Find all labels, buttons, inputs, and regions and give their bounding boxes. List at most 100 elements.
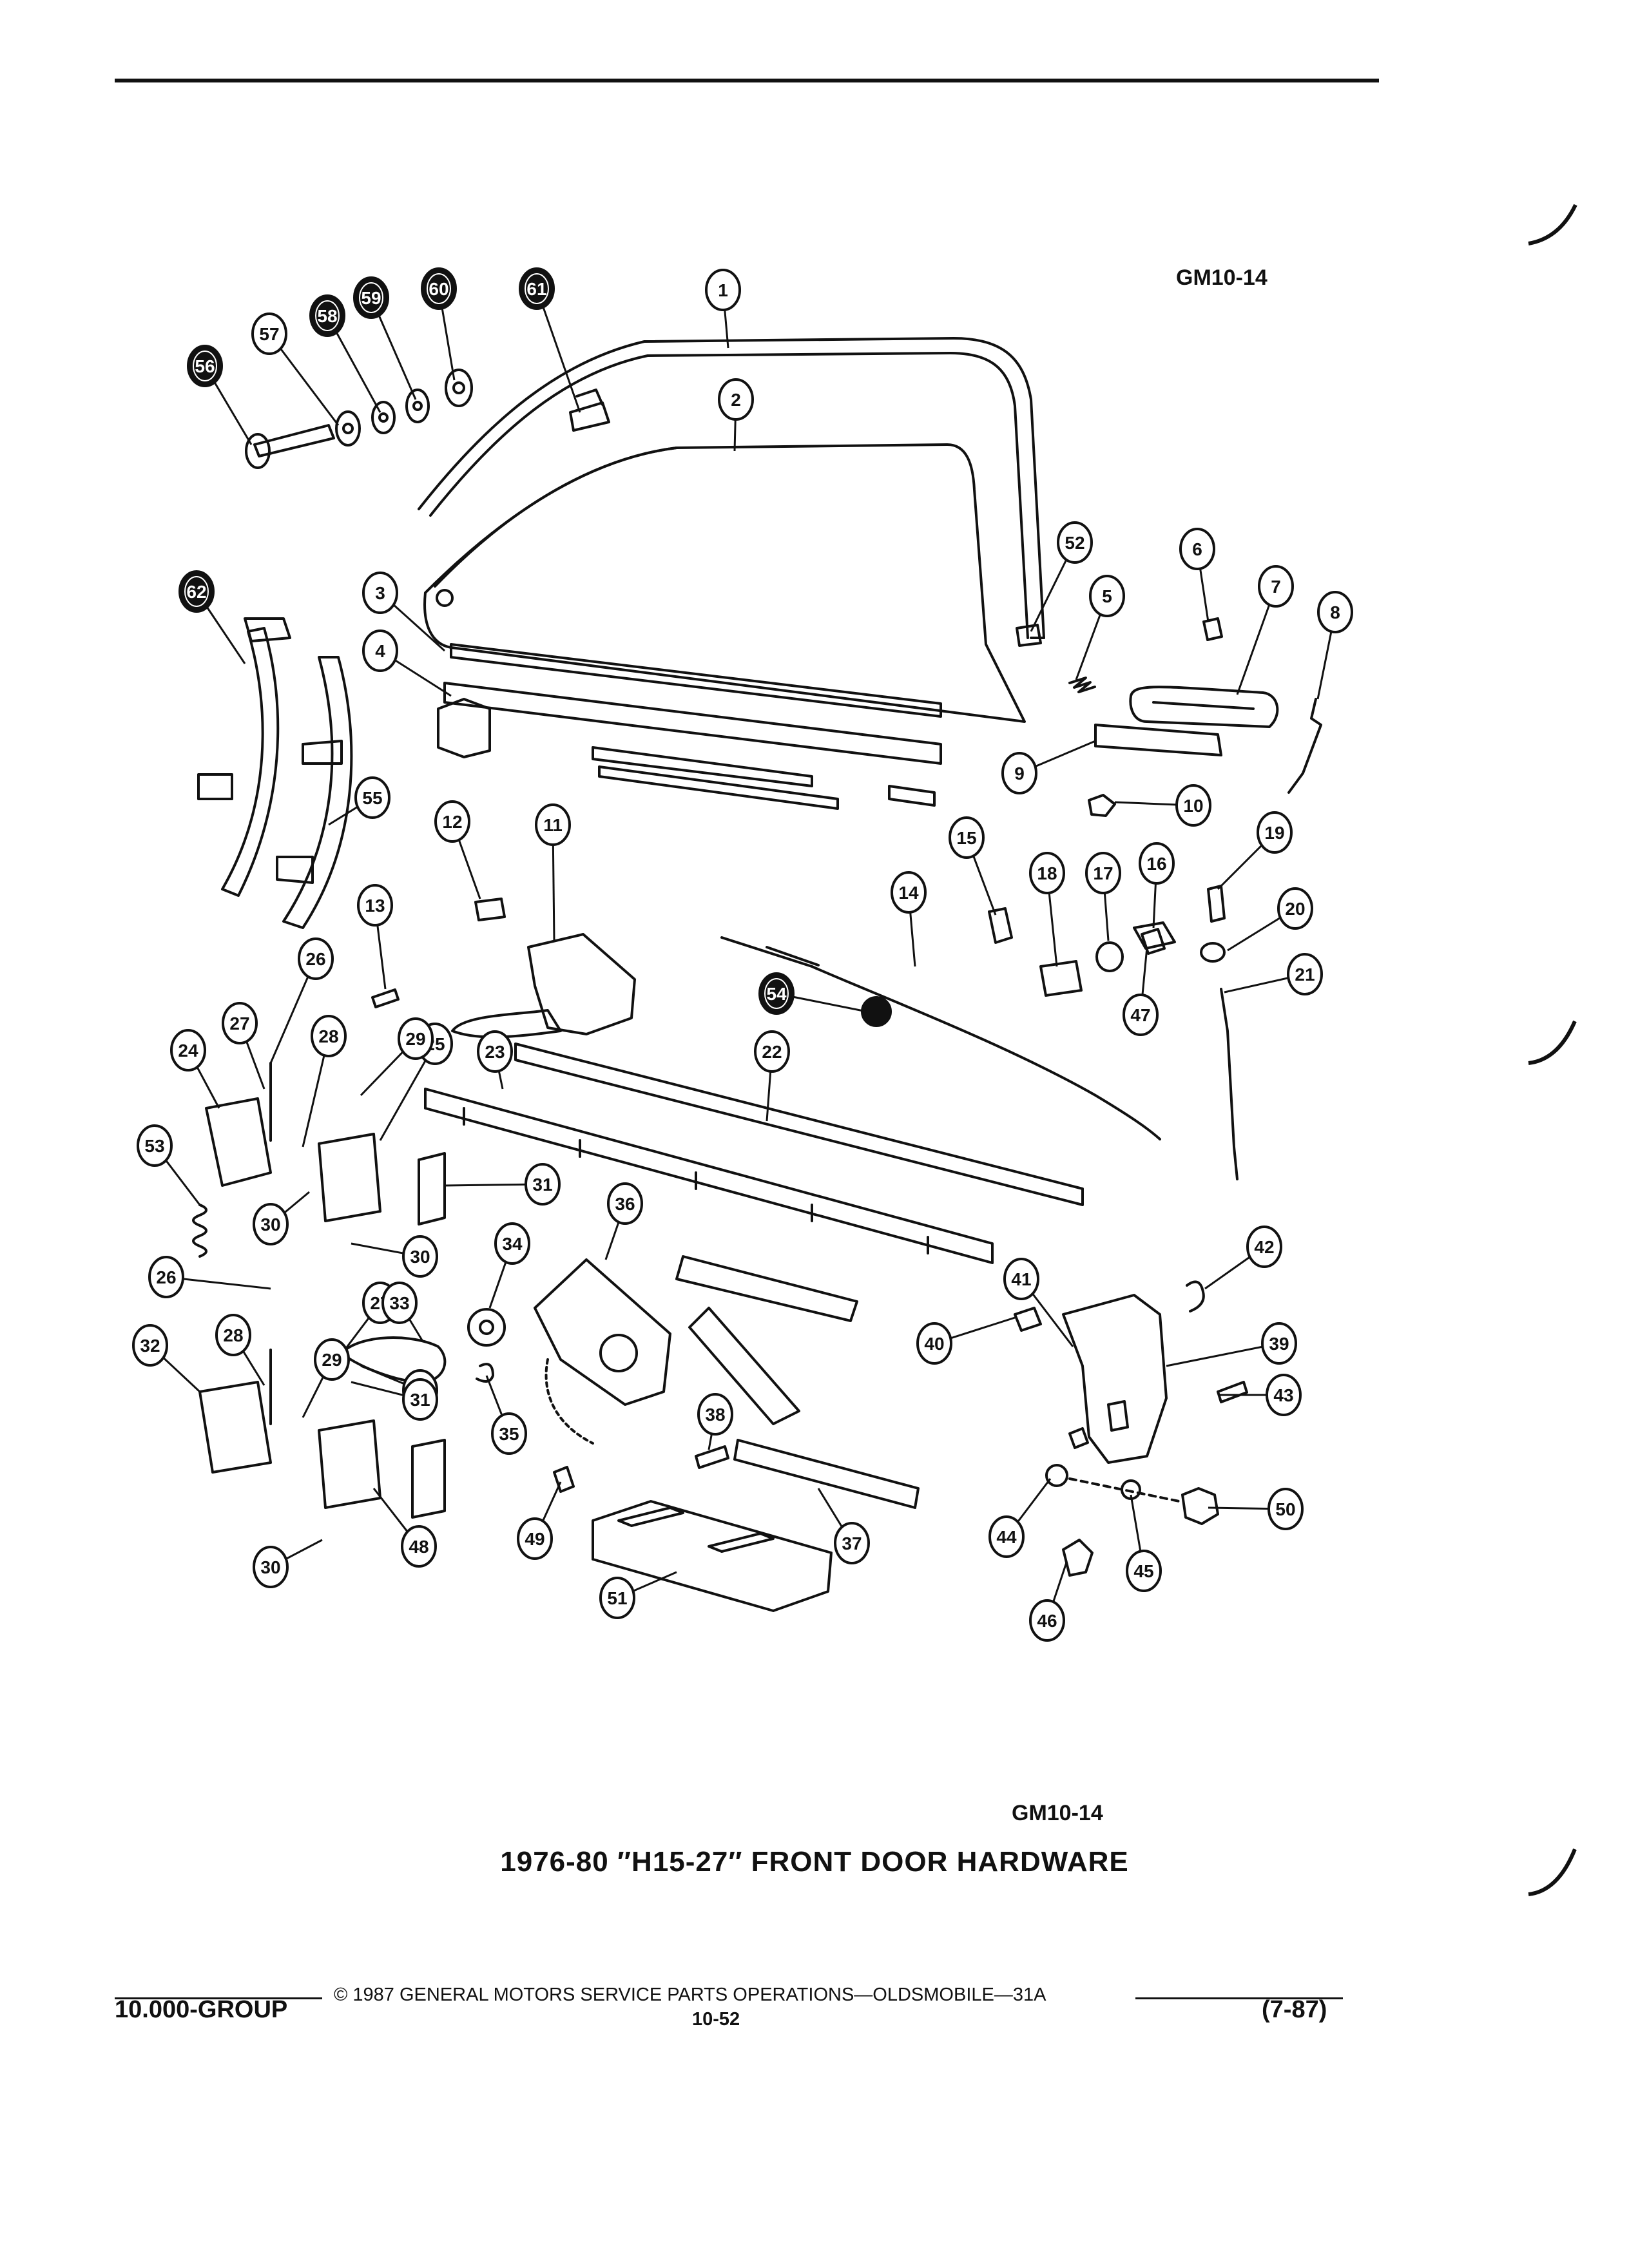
callout-bubble bbox=[1057, 521, 1093, 564]
callout-bubble bbox=[477, 1030, 513, 1073]
part-rod bbox=[1287, 698, 1322, 794]
callout-53: 53 bbox=[137, 1124, 173, 1167]
callout-bubble bbox=[401, 1525, 437, 1568]
part-front-run-channel bbox=[197, 617, 291, 897]
part-clip-18 bbox=[1039, 960, 1083, 997]
footer-copyright: © 1987 GENERAL MOTORS SERVICE PARTS OPER… bbox=[334, 1984, 1046, 2005]
callout-number: 26 bbox=[305, 949, 325, 969]
callout-22: 22 bbox=[754, 1030, 790, 1073]
callout-number: 37 bbox=[842, 1533, 862, 1553]
callout-number: 42 bbox=[1254, 1237, 1274, 1257]
callout-5: 5 bbox=[1089, 575, 1125, 617]
callout-inner-ring bbox=[184, 576, 209, 607]
callout-number: 29 bbox=[405, 1029, 425, 1049]
callout-number: 20 bbox=[1285, 899, 1305, 919]
callout-number: 38 bbox=[705, 1405, 725, 1425]
figure-code-bottom: GM10-14 bbox=[1012, 1801, 1103, 1825]
callout-61: 61 bbox=[519, 267, 555, 310]
callout-4: 4 bbox=[362, 629, 398, 672]
callout-bubble bbox=[311, 1015, 347, 1057]
callout-number: 34 bbox=[502, 1234, 523, 1254]
callout-inner-ring bbox=[193, 351, 217, 381]
callout-bubble bbox=[891, 871, 927, 914]
callout-number: 16 bbox=[1146, 854, 1166, 874]
callout-43: 43 bbox=[1266, 1374, 1302, 1416]
callout-23: 23 bbox=[477, 1030, 513, 1073]
callout-9: 9 bbox=[1001, 752, 1037, 794]
callout-number: 24 bbox=[178, 1041, 198, 1061]
callout-bubble bbox=[137, 1124, 173, 1167]
callout-number: 26 bbox=[156, 1267, 176, 1287]
part-door-glass bbox=[423, 443, 1026, 723]
callout-number: 31 bbox=[532, 1175, 552, 1195]
callout-21: 21 bbox=[1287, 953, 1323, 995]
callout-bubble bbox=[1246, 1225, 1282, 1268]
callout-inner-ring bbox=[764, 978, 789, 1009]
callout-11: 11 bbox=[535, 803, 571, 846]
callout-bubble bbox=[148, 1256, 184, 1298]
footer-rule-right bbox=[1135, 1997, 1343, 1999]
callout-number: 58 bbox=[317, 306, 337, 326]
callout-number: 36 bbox=[615, 1194, 635, 1214]
callout-33: 33 bbox=[381, 1282, 418, 1324]
leader-line bbox=[535, 288, 581, 413]
part-retainer-17 bbox=[1095, 941, 1124, 972]
diagram-title: 1976-80 ″H15-27″ FRONT DOOR HARDWARE bbox=[500, 1846, 1129, 1878]
header-rule bbox=[115, 79, 1379, 82]
callout-bubble bbox=[222, 1002, 258, 1044]
callout-number: 51 bbox=[607, 1588, 627, 1608]
callout-26: 26 bbox=[148, 1256, 184, 1298]
callout-bubble bbox=[1277, 887, 1313, 930]
callout-number: 29 bbox=[322, 1350, 342, 1370]
callout-bubble bbox=[754, 1030, 790, 1073]
callout-45: 45 bbox=[1126, 1550, 1162, 1592]
callout-number: 23 bbox=[485, 1042, 505, 1062]
callout-52: 52 bbox=[1057, 521, 1093, 564]
callout-bubble bbox=[298, 937, 334, 980]
callout-37: 37 bbox=[834, 1522, 870, 1564]
callout-bubble bbox=[215, 1314, 251, 1356]
callout-number: 31 bbox=[410, 1390, 430, 1410]
callout-50: 50 bbox=[1268, 1488, 1304, 1530]
callout-number: 22 bbox=[762, 1042, 782, 1062]
callout-bubble bbox=[1317, 591, 1353, 633]
callout-20: 20 bbox=[1277, 887, 1313, 930]
callout-55: 55 bbox=[354, 776, 390, 819]
callout-number: 17 bbox=[1093, 863, 1113, 883]
callout-bubble bbox=[1258, 565, 1294, 608]
callout-bubble bbox=[1123, 994, 1159, 1036]
callout-1: 1 bbox=[705, 269, 741, 311]
callout-16: 16 bbox=[1139, 842, 1175, 885]
part-rivet-19 bbox=[1207, 885, 1226, 923]
callout-42: 42 bbox=[1246, 1225, 1282, 1268]
callout-number: 49 bbox=[525, 1529, 545, 1549]
part-inside-handle bbox=[451, 933, 636, 1039]
callout-bubble bbox=[402, 1378, 438, 1421]
callout-inner-ring bbox=[315, 300, 340, 331]
part-clip-40 bbox=[1014, 1307, 1042, 1332]
callout-bubble bbox=[1266, 1374, 1302, 1416]
part-glass-sash bbox=[437, 682, 942, 810]
callout-bubble bbox=[718, 378, 754, 421]
callout-bubble bbox=[525, 1163, 561, 1206]
footer-date: (7-87) bbox=[1262, 1996, 1327, 2023]
part-rod-21 bbox=[1220, 988, 1239, 1180]
callout-bubble bbox=[607, 1182, 643, 1225]
callout-bubble bbox=[362, 572, 398, 614]
callout-number: 50 bbox=[1275, 1499, 1295, 1519]
part-lock-47 bbox=[1141, 928, 1166, 955]
callout-number: 7 bbox=[1271, 577, 1281, 597]
part-window-regulator bbox=[534, 1255, 858, 1445]
callout-number: 61 bbox=[526, 279, 546, 299]
callout-bubble bbox=[535, 803, 571, 846]
callout-bubble bbox=[402, 1235, 438, 1278]
part-handle-base bbox=[1094, 724, 1222, 756]
callout-number: 21 bbox=[1295, 965, 1315, 985]
callout-35: 35 bbox=[491, 1412, 527, 1455]
part-screw-43 bbox=[1217, 1381, 1248, 1403]
callout-bubble bbox=[1085, 852, 1121, 894]
part-nut bbox=[1088, 794, 1116, 817]
callout-number: 18 bbox=[1037, 863, 1057, 883]
part-bracket-51 bbox=[592, 1500, 833, 1612]
callout-number: 45 bbox=[1133, 1561, 1153, 1581]
